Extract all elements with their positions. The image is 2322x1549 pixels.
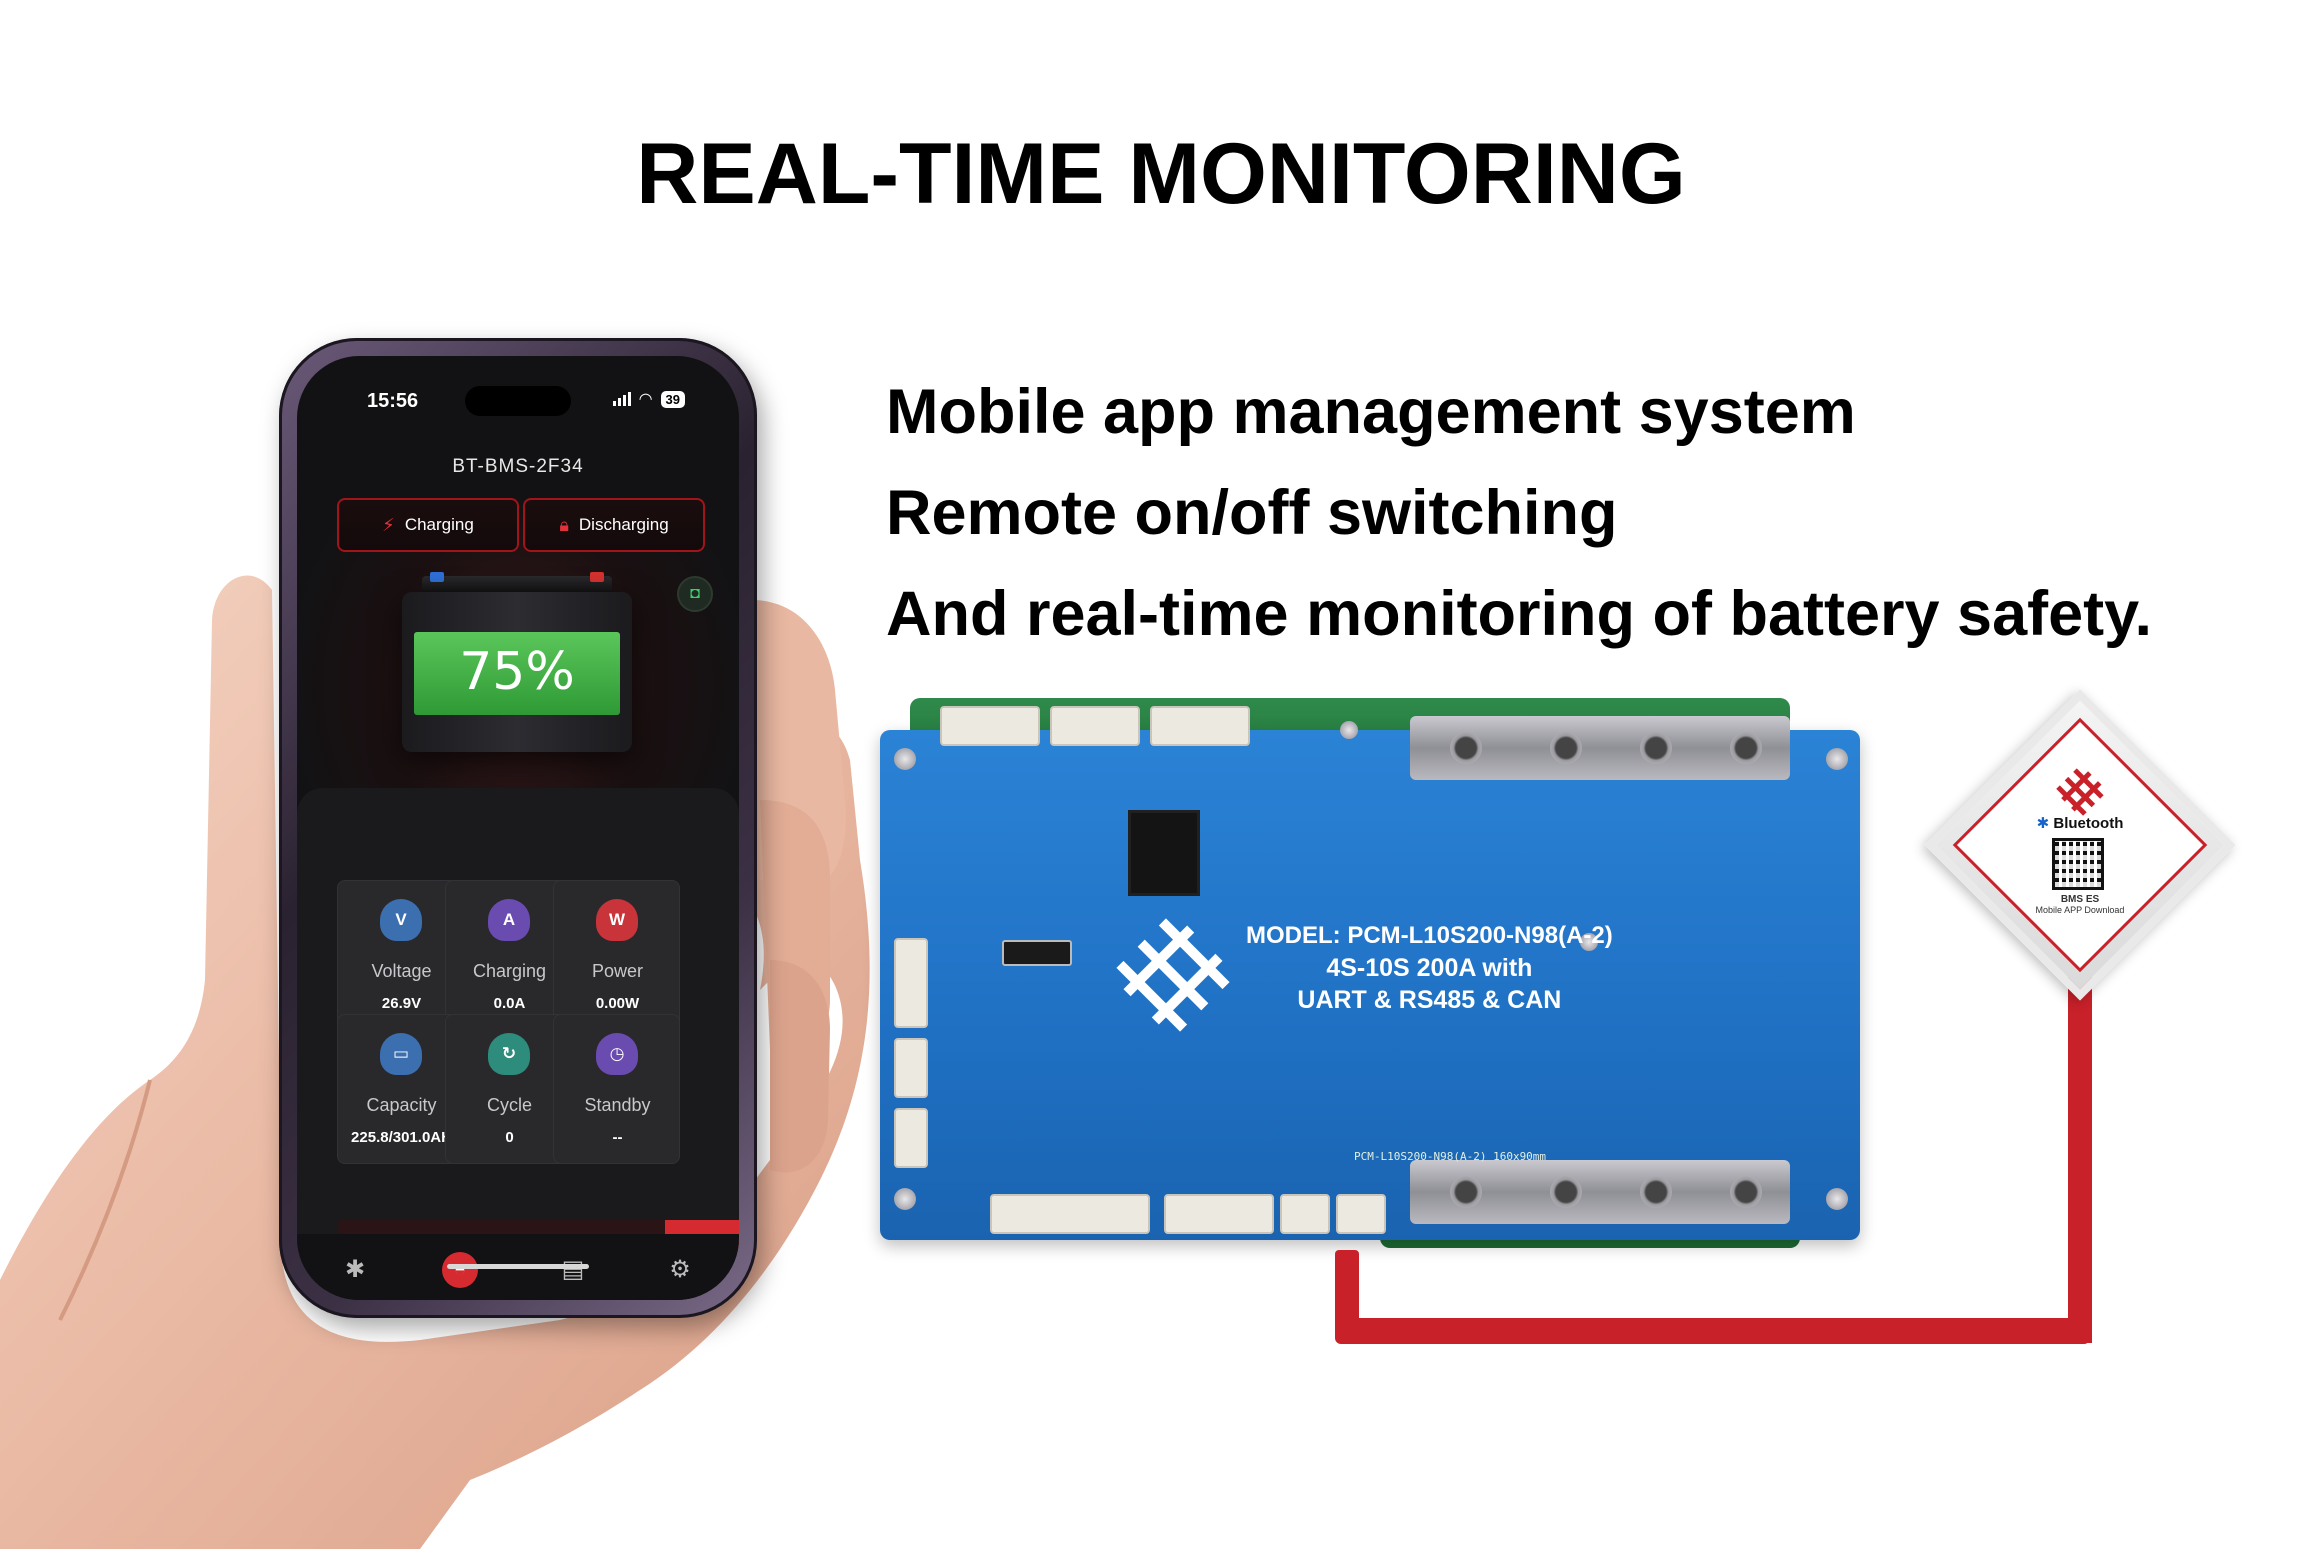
metric-label: Voltage <box>371 961 432 981</box>
feature-list: Mobile app management system Remote on/o… <box>886 362 2152 665</box>
feature-line: Remote on/off switching <box>886 478 1618 548</box>
battery-fill <box>414 632 620 715</box>
standby-icon: ◷ <box>596 1033 638 1075</box>
board-cover <box>880 730 1860 1240</box>
module-bluetooth-label: ✱ Bluetooth <box>2036 815 2124 832</box>
dynamic-island <box>465 386 571 416</box>
metric-tile-standby: ◷ Standby -- <box>553 1014 680 1164</box>
pcb-silkscreen: PCM-L10S200-N98(A-2) 160x90mm <box>1354 1150 1547 1163</box>
metric-label: Standby <box>584 1095 651 1115</box>
charging-icon: A <box>488 899 530 941</box>
capacity-icon: ▭ <box>380 1033 422 1075</box>
metric-tile-charging: A Charging 0.0A <box>445 880 572 1030</box>
metric-value: 0 <box>505 1129 514 1146</box>
wifi-icon: ◠ <box>638 391 653 408</box>
cable <box>1335 1318 2090 1344</box>
metric-value: 0.0A <box>493 995 526 1012</box>
metric-tile-power: W Power 0.00W <box>553 880 680 1030</box>
discharging-button-label: Discharging <box>578 515 669 534</box>
battery-status-icon: 39 <box>660 390 685 408</box>
metric-tile-cycle: ↻ Cycle 0 <box>445 1014 572 1164</box>
app-screen: 15:56 ◠ 39 BT-BMS-2F34 ⚡ Charging 🔒︎ Dis… <box>297 356 739 1300</box>
metric-value: -- <box>612 1129 623 1146</box>
qr-code-icon <box>2052 838 2104 890</box>
module-text: BMS ES Mobile APP Download <box>2035 894 2125 915</box>
discharging-button[interactable]: 🔒︎ Discharging <box>523 498 705 552</box>
camera-icon[interactable]: ◘ <box>677 576 713 612</box>
status-time: 15:56 <box>367 390 419 412</box>
cable <box>2068 945 2092 1343</box>
lock-icon: 🔒︎ <box>559 514 569 535</box>
metric-label: Charging <box>472 961 547 981</box>
charging-button-label: Charging <box>404 515 474 534</box>
metric-label: Cycle <box>486 1095 532 1115</box>
bluetooth-icon: ✱ <box>2036 815 2050 832</box>
gear-icon[interactable]: ⚙ <box>669 1256 691 1283</box>
headline: REAL-TIME MONITORING <box>636 126 1686 222</box>
signal-icon <box>612 392 631 406</box>
metric-label: Power <box>591 961 644 981</box>
battery-percent: 75% <box>459 642 575 702</box>
power-icon: W <box>596 899 638 941</box>
cycle-icon: ↻ <box>488 1033 530 1075</box>
charging-plug-icon: ⚡ <box>382 514 395 535</box>
charging-button[interactable]: ⚡ Charging <box>337 498 519 552</box>
microchip <box>1128 810 1200 896</box>
metric-tile-voltage: V Voltage 26.9V <box>337 880 464 1030</box>
battery-graphic: 75% <box>402 572 632 756</box>
metric-label: Capacity <box>366 1095 437 1115</box>
dashboard-icon[interactable]: ◓ <box>442 1252 478 1288</box>
voltage-icon: V <box>380 899 422 941</box>
home-indicator <box>447 1264 589 1269</box>
metric-tile-capacity: ▭ Capacity 225.8/301.0AH <box>337 1014 464 1164</box>
device-name: BT-BMS-2F34 <box>452 456 584 477</box>
smartphone: 15:56 ◠ 39 BT-BMS-2F34 ⚡ Charging 🔒︎ Dis… <box>279 338 757 1318</box>
feature-line: And real-time monitoring of battery safe… <box>886 579 2152 649</box>
metric-value: 0.00W <box>595 995 640 1012</box>
status-icons: ◠ 39 <box>612 389 685 409</box>
clipboard-icon[interactable]: ▤ <box>561 1256 585 1283</box>
feature-line: Mobile app management system <box>886 377 1856 447</box>
metric-value: 26.9V <box>381 995 422 1012</box>
bms-board: MODEL: PCM-L10S200-N98(A-2) 4S-10S 200A … <box>880 698 1860 1258</box>
uart-port <box>1002 940 1072 966</box>
bluetooth-icon[interactable]: ✱ <box>344 1256 366 1283</box>
board-model-text: MODEL: PCM-L10S200-N98(A-2) 4S-10S 200A … <box>1246 922 1613 1014</box>
metric-value: 225.8/301.0AH <box>351 1129 452 1146</box>
